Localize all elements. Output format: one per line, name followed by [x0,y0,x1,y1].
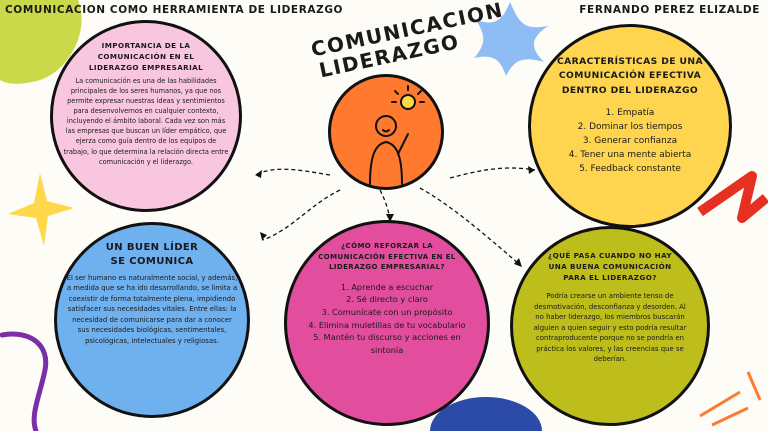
buen-lider-text: El ser humano es naturalmente social, y … [66,274,238,345]
lime-blob [0,0,82,84]
arrow-head [528,166,535,174]
semicircle-shape [430,397,542,431]
connector-line [449,167,536,179]
header-title: COMUNICACION COMO HERRAMIENTA DE LIDERAZ… [5,4,344,16]
importancia-text: La comunicación es una de las habilidade… [63,77,229,166]
center-circle [328,74,444,190]
list-item: 1. Aprende a escuchar [340,281,434,292]
list-item: 2. Sé directo y claro [346,294,428,305]
list-item: 5. Mantén tu discurso y acciones en sint… [313,332,461,356]
buen-lider-title: UN BUEN LÍDER SE COMUNICA [105,242,199,267]
connector-line [419,187,521,266]
buen-lider-circle: UN BUEN LÍDER SE COMUNICA El ser humano … [54,222,250,418]
sin-liderazgo-circle: ¿QUÉ PASA CUANDO NO HAY UNA BUENA COMUNI… [510,226,710,426]
flower-shape [474,2,548,76]
arrow-head [514,258,522,267]
reforzar-title: ¿CÓMO REFORZAR LA COMUNICACIÓN EFECTIVA … [318,242,456,271]
list-item: 3. Comunícate con un propósito [321,306,453,317]
list-item: 2. Dominar los tiempos [577,121,683,132]
list-item: 5. Feedback constante [579,163,681,174]
connector-line [261,189,341,241]
squiggle-shape [0,331,49,431]
reforzar-list: 1. Aprende a escuchar 2. Sé directo y cl… [299,281,475,357]
list-item: 3. Generar confianza [582,135,678,146]
arrow-head [386,214,394,222]
star-shape [8,173,74,246]
sin-liderazgo-title: ¿QUÉ PASA CUANDO NO HAY UNA BUENA COMUNI… [548,251,672,282]
author-name: FERNANDO PEREZ ELIZALDE [579,4,760,16]
list-item: 4. Tener una mente abierta [568,149,692,160]
connector-line [254,168,331,176]
importancia-circle: IMPORTANCIA DE LA COMUNICACIÓN EN EL LID… [50,20,242,212]
lines-shape [699,371,762,427]
sin-liderazgo-text: Podría crearse un ambiente tenso de desm… [533,292,687,364]
caracteristicas-list: 1. Empatía 2. Dominar los tiempos 3. Gen… [569,107,691,177]
caracteristicas-title: CARACTERÍSTICAS DE UNA COMUNICACIÓN EFEC… [557,56,703,96]
reforzar-circle: ¿CÓMO REFORZAR LA COMUNICACIÓN EFECTIVA … [284,220,490,426]
zigzag-shape [697,171,768,223]
person-idea-icon [369,85,425,185]
list-item: 4. Elimina muletillas de tu vocabulario [308,319,466,330]
importancia-title: IMPORTANCIA DE LA COMUNICACIÓN EN EL LID… [88,41,204,72]
list-item: 1. Empatía [605,107,655,118]
arrow-head [260,232,267,240]
caracteristicas-circle: CARACTERÍSTICAS DE UNA COMUNICACIÓN EFEC… [528,24,732,228]
arrow-head [255,170,262,178]
